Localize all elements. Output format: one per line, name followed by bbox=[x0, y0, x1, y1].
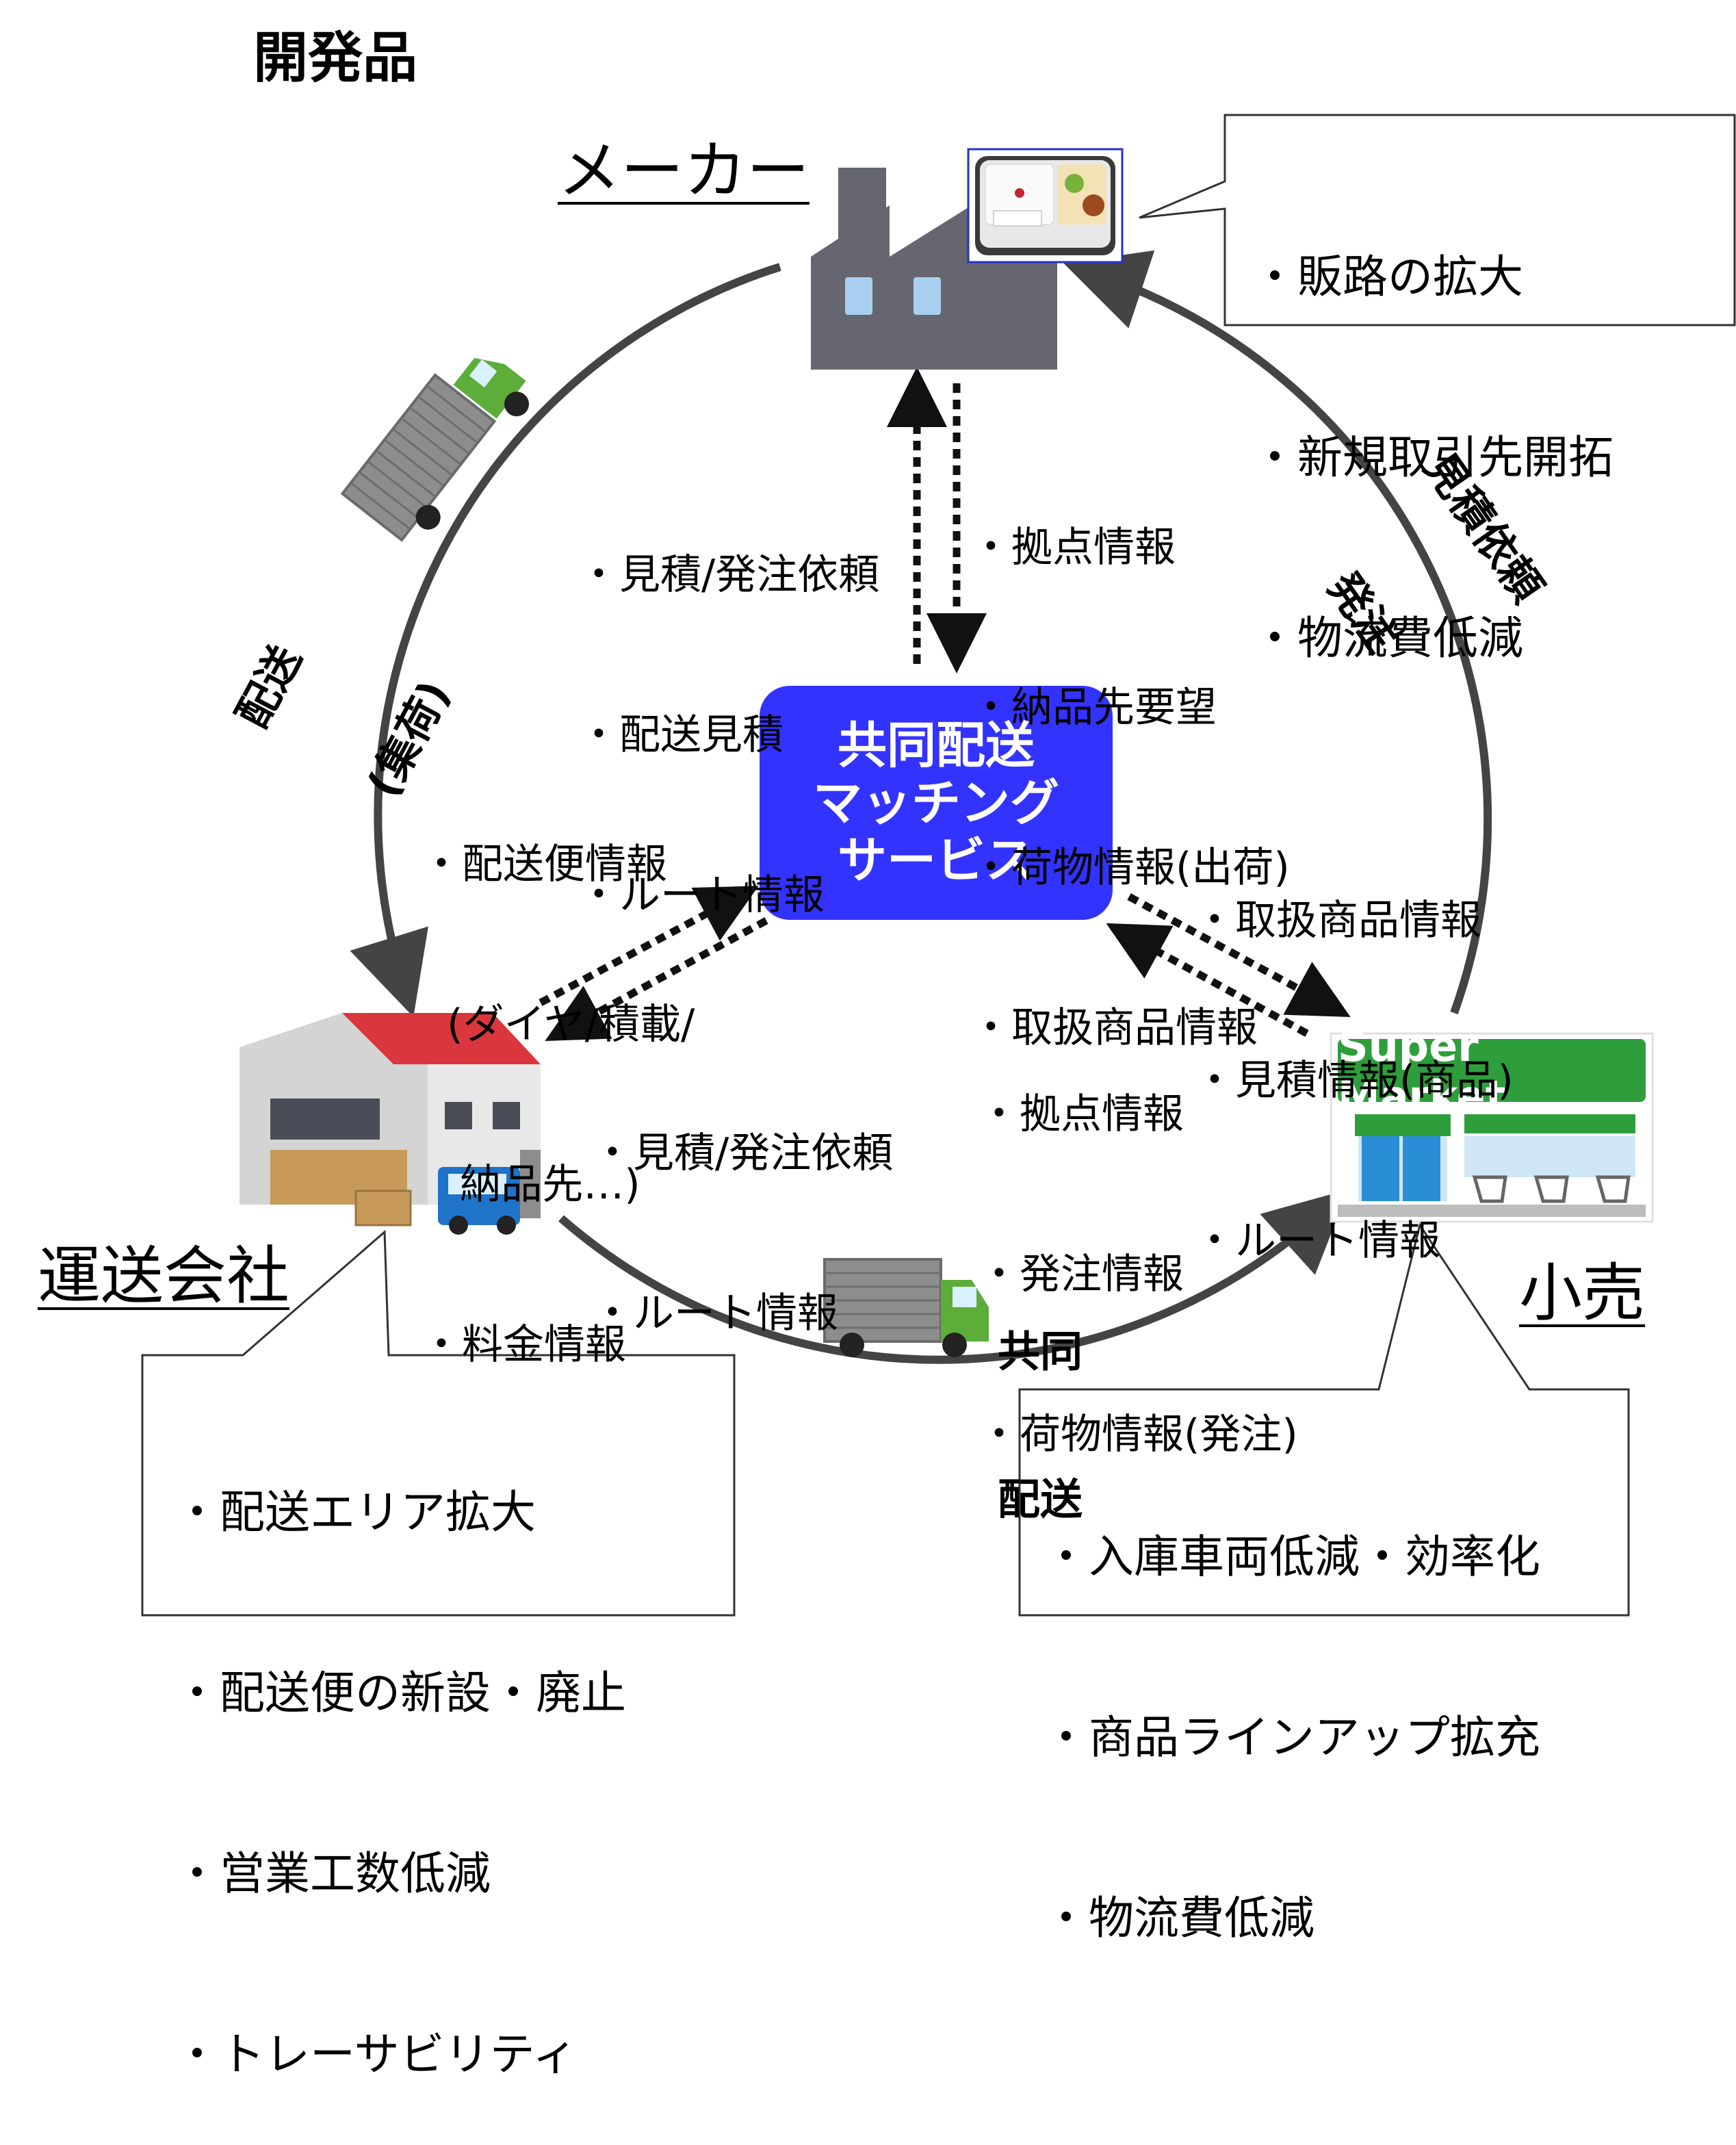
retail-benefit-item: ・入庫車両低減・効率化 bbox=[1044, 1530, 1540, 1583]
flow-item: 納品先…) bbox=[421, 1161, 640, 1209]
flow-item: ・配送便情報 bbox=[421, 840, 667, 888]
node-label-retail: 小売 bbox=[1519, 1257, 1646, 1330]
flow-to-retail: ・取扱商品情報 ・見積情報(商品) ・ルート情報 bbox=[1194, 787, 1514, 1321]
maker-callout-box bbox=[1139, 114, 1736, 326]
joint-delivery-truck-icon bbox=[823, 1258, 989, 1357]
center-line-2: マッチング bbox=[812, 774, 1059, 832]
cycle-arrow-carrier-to-retail bbox=[558, 1189, 1349, 1364]
maker-benefit-item: ・物流費低減 bbox=[1252, 612, 1523, 665]
dotted-arrow-center-to-retail bbox=[1127, 893, 1351, 1018]
maker-benefit-item: ・新規取引先開拓 bbox=[1252, 431, 1614, 484]
maker-benefits: ・販路の拡大 ・新規取引先開拓 ・物流費低減 bbox=[1252, 127, 1614, 729]
pickup-truck-icon bbox=[340, 358, 530, 542]
dotted-arrow-carrier-to-center bbox=[539, 886, 759, 1006]
cycle-label-joint-delivery: 共同 配送 bbox=[998, 1229, 1083, 1574]
flow-item: ・納品先要望 bbox=[970, 684, 1217, 732]
node-label-carrier: 運送会社 bbox=[38, 1240, 290, 1313]
node-label-maker: メーカー bbox=[558, 134, 810, 207]
page-title: 開発品 bbox=[253, 26, 417, 90]
cycle-arrow-maker-to-carrier bbox=[350, 263, 781, 1017]
diagram-graphics bbox=[141, 114, 1736, 1617]
center-line-1: 共同配送 bbox=[837, 717, 1035, 774]
flow-item: ・ルート情報 bbox=[578, 871, 825, 919]
cycle-arrow-retail-to-maker bbox=[1063, 250, 1492, 1015]
cycle-label-line: 見積依頼 bbox=[1414, 443, 1553, 611]
flow-to-carrier: ・見積/発注依頼 ・ルート情報 bbox=[592, 1020, 893, 1393]
flow-item: ・ルート情報 bbox=[1194, 1217, 1440, 1265]
flow-item: ・見積情報(商品) bbox=[1194, 1057, 1514, 1105]
carrier-benefit-item: ・営業工数低減 bbox=[174, 1847, 491, 1900]
flow-item: ・取扱商品情報 bbox=[1194, 897, 1481, 945]
flow-item: (ダイヤ/積載/ bbox=[421, 1001, 695, 1049]
warehouse-icon bbox=[239, 1013, 541, 1235]
flow-item: ・見積/発注依頼 bbox=[578, 551, 880, 599]
flow-to-maker: ・見積/発注依頼 ・配送見積 ・ルート情報 bbox=[578, 441, 879, 975]
maker-benefit-item: ・販路の拡大 bbox=[1252, 251, 1523, 303]
flow-from-carrier: ・配送便情報 (ダイヤ/積載/ 納品先…) ・料金情報 bbox=[421, 731, 695, 1425]
flow-item: ・発注情報 bbox=[979, 1250, 1184, 1298]
carrier-benefits: ・配送エリア拡大 ・配送便の新設・廃止 ・営業工数低減 ・トレーサビリティ bbox=[174, 1362, 626, 2145]
carrier-benefit-item: ・トレーサビリティ bbox=[174, 2028, 578, 2081]
cycle-label-line: 配送 bbox=[226, 637, 311, 736]
flow-item: ・配送見積 bbox=[578, 711, 783, 759]
retail-callout-box bbox=[1018, 1222, 1630, 1617]
flow-item: ・取扱商品情報 bbox=[970, 1004, 1258, 1052]
flow-from-maker: ・拠点情報 ・納品先要望 ・荷物情報(出荷) ・取扱商品情報 bbox=[970, 414, 1290, 1108]
flow-item: ・荷物情報(出荷) bbox=[970, 844, 1290, 892]
flow-item: ・拠点情報 bbox=[970, 524, 1176, 571]
flow-item: ・ルート情報 bbox=[592, 1289, 838, 1337]
carrier-benefit-item: ・配送便の新設・廃止 bbox=[174, 1667, 626, 1719]
dotted-arrow-center-to-carrier bbox=[545, 917, 768, 1042]
carrier-callout-box bbox=[141, 1229, 736, 1617]
dotted-arrow-retail-to-center bbox=[1106, 923, 1309, 1037]
flow-item: ・見積/発注依頼 bbox=[592, 1129, 894, 1177]
bento-box-icon bbox=[967, 148, 1124, 264]
cycle-label-line: 共同 bbox=[998, 1326, 1083, 1376]
flow-item: ・拠点情報 bbox=[979, 1090, 1184, 1138]
supermarket-icon bbox=[1330, 1032, 1654, 1223]
flow-item: ・料金情報 bbox=[421, 1321, 626, 1369]
flow-from-retail: ・拠点情報 ・発注情報 ・荷物情報(発注) bbox=[979, 981, 1298, 1515]
retail-benefit-item: ・商品ラインアップ拡充 bbox=[1044, 1711, 1540, 1764]
cycle-label-line: (集荷) bbox=[357, 672, 460, 806]
retail-benefit-item: ・物流費低減 bbox=[1044, 1892, 1314, 1944]
carrier-benefit-item: ・配送エリア拡大 bbox=[174, 1486, 536, 1539]
cycle-label-line: 発注 bbox=[1317, 563, 1408, 662]
flow-item: ・荷物情報(発注) bbox=[979, 1411, 1298, 1459]
center-line-3: サービス bbox=[837, 832, 1035, 889]
matching-service-box: 共同配送 マッチング サービス bbox=[760, 686, 1113, 920]
cycle-label-line: 配送 bbox=[998, 1474, 1083, 1524]
